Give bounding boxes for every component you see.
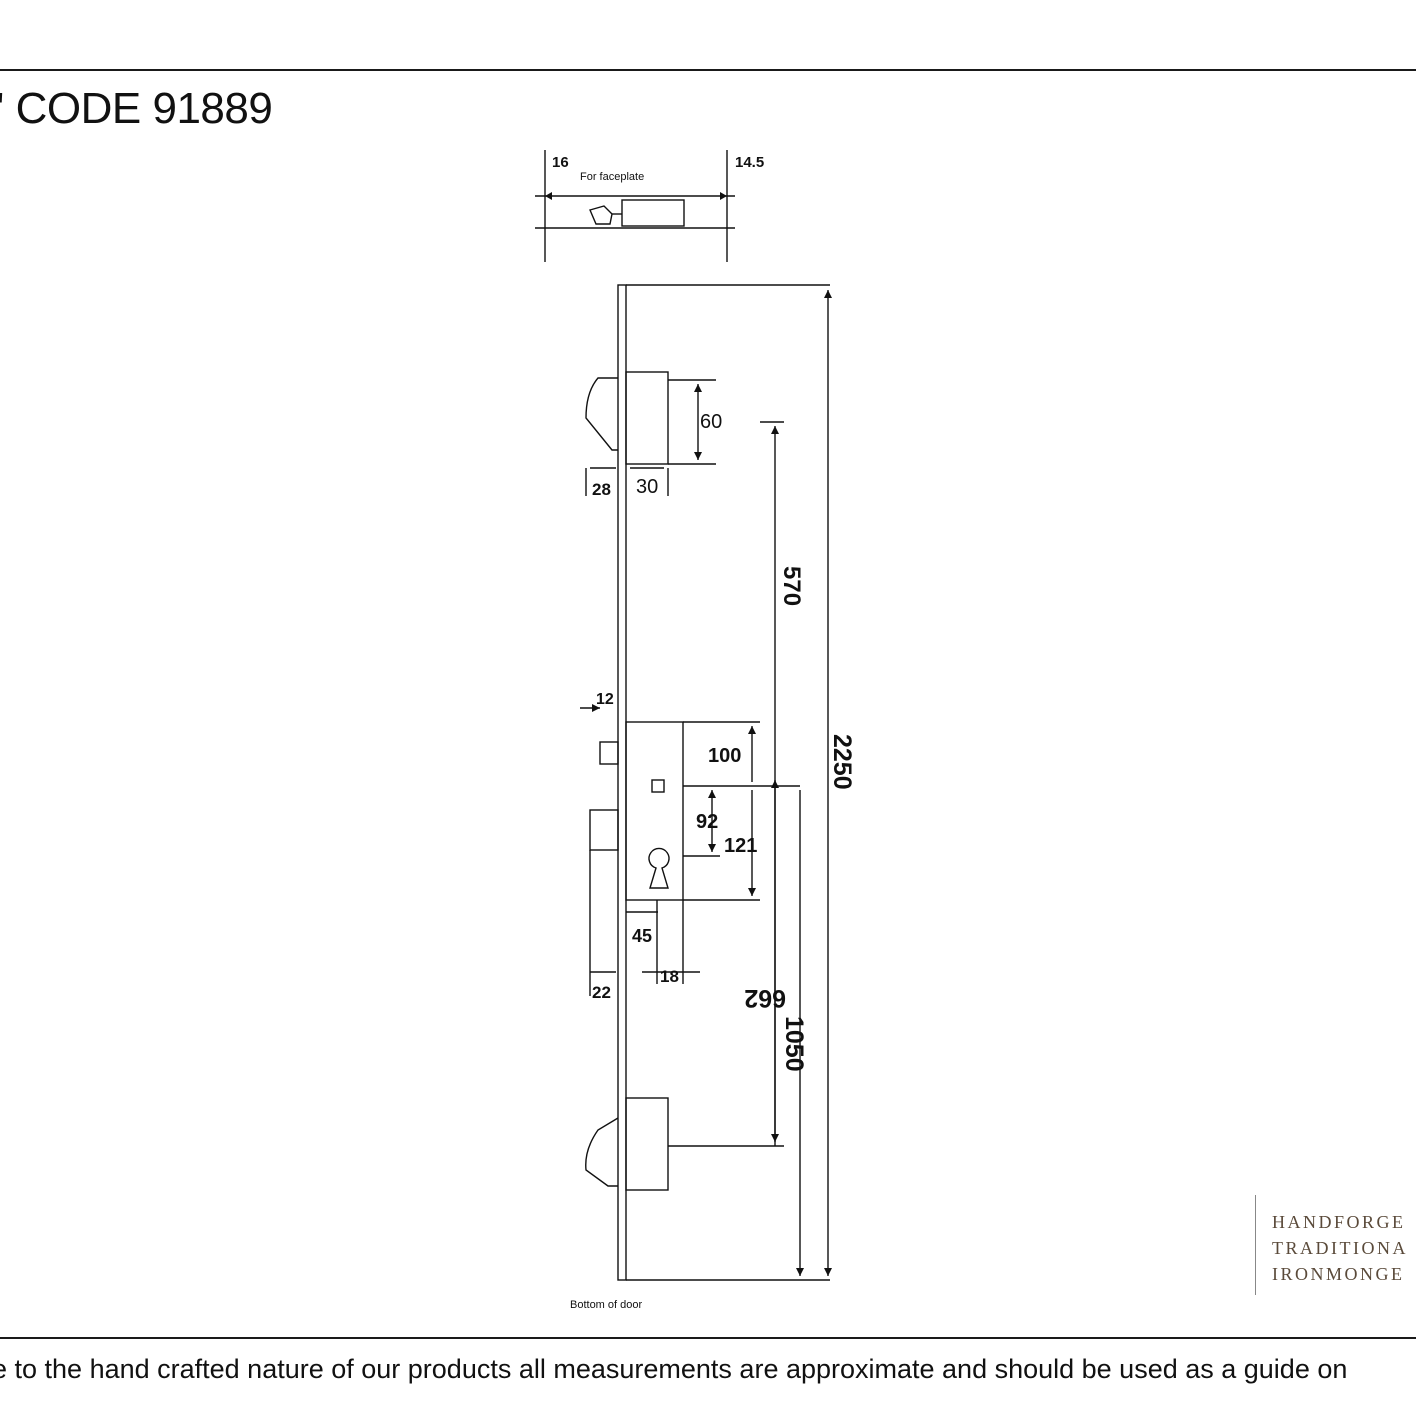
bottom-rule <box>0 1337 1416 1339</box>
label-28: 28 <box>592 480 611 499</box>
label-121: 121 <box>724 835 757 857</box>
top-rule <box>0 69 1416 71</box>
top-hook-case <box>625 371 669 465</box>
label-16: 16 <box>552 154 569 171</box>
faceplate <box>617 284 627 1281</box>
label-100: 100 <box>708 745 741 767</box>
arrow-570-bottom <box>771 1134 779 1142</box>
brand-line-2: TRADITIONA <box>1272 1238 1408 1258</box>
arrow-121-bottom <box>748 888 756 896</box>
brand-line-1: HANDFORGE <box>1272 1212 1406 1232</box>
arrow-12 <box>592 704 600 712</box>
label-45: 45 <box>632 926 652 946</box>
follower-square <box>651 779 665 793</box>
arrow-100-top <box>748 726 756 734</box>
bottom-hook-bolt <box>585 1117 619 1187</box>
arrow-570-top <box>771 426 779 434</box>
arrow-14-5 <box>720 192 727 200</box>
arrow-16 <box>545 192 552 200</box>
label-662: 662 <box>744 984 786 1012</box>
arrow-2250-bottom <box>824 1268 832 1276</box>
arrow-2250-top <box>824 290 832 298</box>
label-30: 30 <box>636 476 658 498</box>
label-60: 60 <box>700 411 722 433</box>
label-22: 22 <box>592 983 611 1002</box>
brand-logo: HANDFORGE TRADITIONA IRONMONGE <box>1255 1195 1416 1295</box>
arrow-92-top <box>708 790 716 798</box>
label-570: 570 <box>778 566 805 606</box>
label-1050: 1050 <box>780 1016 808 1072</box>
top-hook-bolt <box>585 377 618 451</box>
label-bottom-of-door: Bottom of door <box>570 1299 642 1311</box>
euro-cylinder-hole <box>648 847 670 889</box>
main-lock-case <box>625 721 684 901</box>
arrow-60-bottom <box>694 452 702 460</box>
arrow-662-top <box>771 780 779 788</box>
arrow-60-top <box>694 384 702 392</box>
label-92: 92 <box>696 811 718 833</box>
bottom-hook-case <box>625 1097 669 1191</box>
dead-bolt <box>589 809 619 851</box>
top-view-hook <box>589 205 613 225</box>
brand-line-3: IRONMONGE <box>1272 1264 1405 1284</box>
label-12: 12 <box>596 691 614 708</box>
label-18: 18 <box>660 967 679 986</box>
top-view-body <box>621 199 685 227</box>
label-2250: 2250 <box>828 734 856 790</box>
label-for-faceplate: For faceplate <box>580 171 644 183</box>
measurement-disclaimer: e to the hand crafted nature of our prod… <box>0 1354 1348 1384</box>
arrow-1050-bottom <box>796 1268 804 1276</box>
product-code-title: ' CODE 91889 <box>0 84 273 133</box>
latch-bolt <box>599 741 619 765</box>
label-14-5: 14.5 <box>735 154 764 171</box>
arrow-92-bottom <box>708 844 716 852</box>
